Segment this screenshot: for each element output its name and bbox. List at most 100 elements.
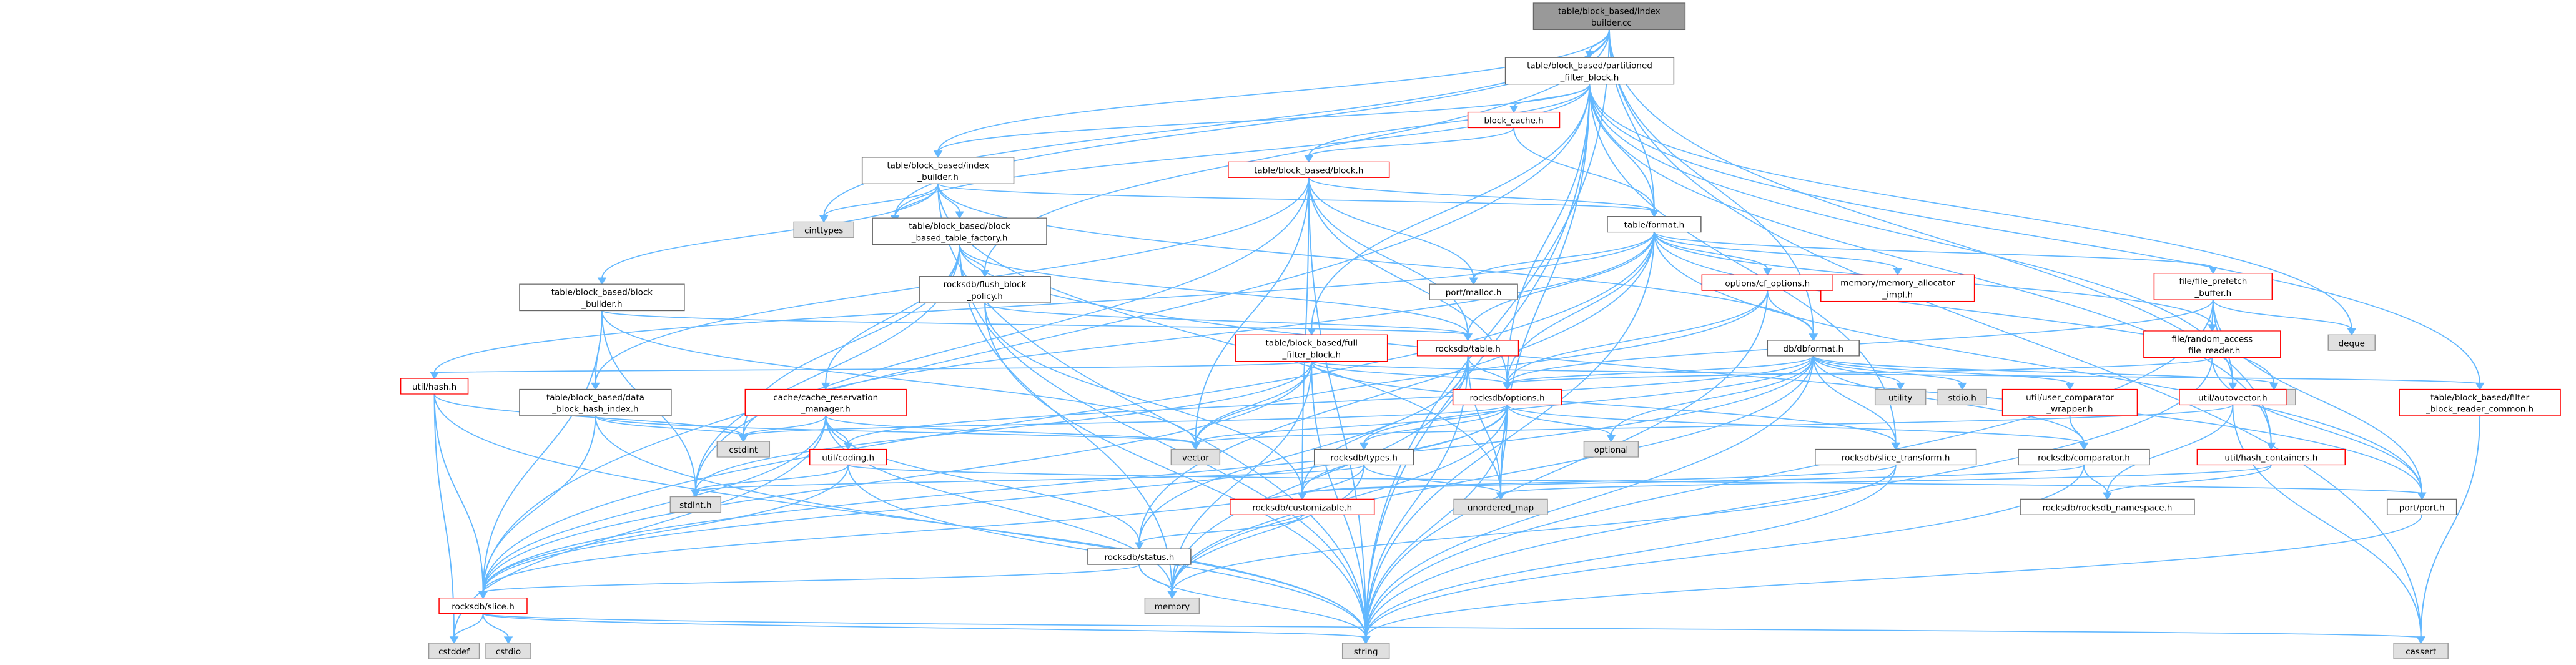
node-flush_policy[interactable]: rocksdb/flush_block_policy.h xyxy=(919,276,1051,303)
node-box xyxy=(519,283,685,312)
edge-random_access-to-string xyxy=(1365,357,2213,638)
node-hash_containers[interactable]: util/hash_containers.h xyxy=(2196,448,2346,466)
node-label: util/coding.h xyxy=(822,453,874,463)
arrowhead-bbt_factory-to-cache_res xyxy=(821,382,831,390)
node-bbt_factory[interactable]: table/block_based/block_based_table_fact… xyxy=(872,217,1047,245)
node-block_builder[interactable]: table/block_based/block_builder.h xyxy=(519,283,685,312)
node-autovector[interactable]: util/autovector.h xyxy=(2179,388,2287,406)
edge-bbt_factory-to-memory xyxy=(959,244,1173,593)
node-partitioned[interactable]: table/block_based/partitioned_filter_blo… xyxy=(1504,57,1675,85)
arrowhead-format_h-to-memory_alloc xyxy=(1893,268,1902,276)
edge-partitioned-to-index_builder_h xyxy=(937,84,1591,152)
edge-bbt_factory-to-string xyxy=(959,244,1367,638)
node-coding_h[interactable]: util/coding.h xyxy=(809,448,887,466)
node-box xyxy=(716,441,771,458)
node-table_h[interactable]: rocksdb/table.h xyxy=(1416,340,1519,357)
node-slice_transform[interactable]: rocksdb/slice_transform.h xyxy=(1815,448,1977,466)
edge-format_h-to-array xyxy=(1653,232,2275,384)
arrowhead-index_builder_h-to-cinttypes xyxy=(819,215,829,223)
node-types_h[interactable]: rocksdb/types.h xyxy=(1313,448,1414,466)
node-rocksdb_ns[interactable]: rocksdb/rocksdb_namespace.h xyxy=(2020,498,2195,515)
edge-full_filter-to-slice_transform xyxy=(1311,361,1897,444)
edge-table_h-to-unordered_map xyxy=(1467,355,1502,494)
node-label: util/user_comparator xyxy=(2026,393,2114,403)
node-label: rocksdb/slice_transform.h xyxy=(1842,453,1950,463)
node-cstdio: cstdio xyxy=(485,643,531,659)
node-block_h[interactable]: table/block_based/block.h xyxy=(1228,161,1390,178)
edge-file_prefetch-to-deque xyxy=(2212,299,2352,330)
node-box xyxy=(1341,643,1390,659)
node-comparator_h[interactable]: rocksdb/comparator.h xyxy=(2018,448,2150,466)
node-label: table/block_based/partitioned xyxy=(1527,61,1652,71)
node-user_comparator[interactable]: util/user_comparator_wrapper.h xyxy=(2001,388,2138,416)
edge-options_h-to-vector xyxy=(1195,405,1508,445)
node-status_h[interactable]: rocksdb/status.h xyxy=(1087,548,1192,565)
edge-block_builder-to-slice_h xyxy=(482,310,603,593)
edge-full_filter-to-filter_reader_common xyxy=(1311,360,2481,385)
node-box xyxy=(1583,441,1639,458)
node-label: _block_hash_index.h xyxy=(551,405,638,415)
node-box xyxy=(2393,643,2449,659)
edge-hash_containers-to-unordered_map xyxy=(1500,464,2272,495)
node-label: rocksdb/slice.h xyxy=(452,602,515,612)
node-customizable[interactable]: rocksdb/customizable.h xyxy=(1230,498,1375,515)
node-port_malloc[interactable]: port/malloc.h xyxy=(1429,283,1518,300)
arrowhead-file_prefetch-to-random_access xyxy=(2208,324,2217,332)
edge-block_h-to-table_h xyxy=(1308,177,1469,335)
node-box xyxy=(2001,388,2138,416)
node-data_block_hash[interactable]: table/block_based/data_block_hash_index.… xyxy=(519,388,672,416)
node-label: rocksdb/types.h xyxy=(1330,453,1398,463)
arrowhead-coding_h-to-port_h xyxy=(2417,492,2427,500)
arrowhead-partitioned-to-full_filter xyxy=(1307,328,1316,336)
node-cstdint: cstdint xyxy=(716,441,771,458)
arrowhead-file_prefetch-to-autovector xyxy=(2228,382,2238,390)
edge-cache_res-to-status_h xyxy=(825,415,1140,544)
arrowhead-options_h-to-cstdint xyxy=(739,435,748,443)
node-box xyxy=(1313,448,1414,466)
edge-comparator_h-to-string xyxy=(1365,465,2085,638)
node-label: _based_table_factory.h xyxy=(911,233,1008,243)
node-slice_h[interactable]: rocksdb/slice.h xyxy=(438,598,528,614)
edge-random_access-to-port_h xyxy=(2211,357,2423,494)
edge-customizable-to-status_h xyxy=(1138,514,1303,544)
arrowhead-slice_h-to-cstddef xyxy=(449,636,459,644)
node-label: port/port.h xyxy=(2399,503,2445,513)
arrowhead-block_cache-to-block_h xyxy=(1304,155,1313,163)
edge-dbformat-to-user_comparator xyxy=(1812,355,2071,385)
node-cache_res[interactable]: cache/cache_reservation_manager.h xyxy=(744,388,907,416)
node-memory_alloc[interactable]: memory/memory_allocator_impl.h xyxy=(1820,274,1975,302)
node-index_builder_h[interactable]: table/block_based/index_builder.h xyxy=(861,157,1015,184)
node-random_access[interactable]: file/random_access_file_reader.h xyxy=(2143,330,2281,358)
edge-full_filter-to-hash_h xyxy=(433,360,1313,374)
arrowhead-status_h-to-memory xyxy=(1167,591,1177,599)
edge-hash_containers-to-rocksdb_ns xyxy=(2106,465,2272,494)
edge-coding_h-to-slice_h xyxy=(482,465,849,593)
node-box xyxy=(1144,598,1200,614)
node-box xyxy=(485,643,531,659)
edge-format_h-to-table_h xyxy=(1467,232,1655,335)
node-label: table/format.h xyxy=(1624,220,1685,230)
node-box xyxy=(861,157,1015,184)
node-label: cstdint xyxy=(729,445,758,455)
arrowhead-slice_h-to-string xyxy=(1361,636,1371,644)
node-block_cache[interactable]: block_cache.h xyxy=(1467,111,1561,129)
node-box xyxy=(1429,283,1518,300)
edge-hash_h-to-string xyxy=(433,393,1367,638)
node-label: rocksdb/comparator.h xyxy=(2038,453,2130,463)
node-filter_reader_common[interactable]: table/block_based/filter_block_reader_co… xyxy=(2399,388,2561,416)
edge-file_prefetch-to-string xyxy=(1365,300,2214,638)
node-hash_h[interactable]: util/hash.h xyxy=(400,378,469,395)
node-box xyxy=(1416,340,1519,357)
node-cf_options[interactable]: options/cf_options.h xyxy=(1701,274,1833,291)
node-format_h[interactable]: table/format.h xyxy=(1607,216,1702,233)
node-stdint_h: stdint.h xyxy=(669,496,722,513)
node-options_h[interactable]: rocksdb/options.h xyxy=(1452,388,1562,406)
node-port_h[interactable]: port/port.h xyxy=(2386,498,2457,515)
node-file_prefetch[interactable]: file/file_prefetch_buffer.h xyxy=(2153,273,2273,300)
edge-status_h-to-slice_h xyxy=(482,564,1140,593)
node-string: string xyxy=(1341,643,1390,659)
edge-format_h-to-options_h xyxy=(1506,232,1655,384)
node-dbformat[interactable]: db/dbformat.h xyxy=(1767,340,1860,357)
node-box xyxy=(2179,388,2287,406)
node-full_filter[interactable]: table/block_based/full_filter_block.h xyxy=(1235,334,1388,362)
